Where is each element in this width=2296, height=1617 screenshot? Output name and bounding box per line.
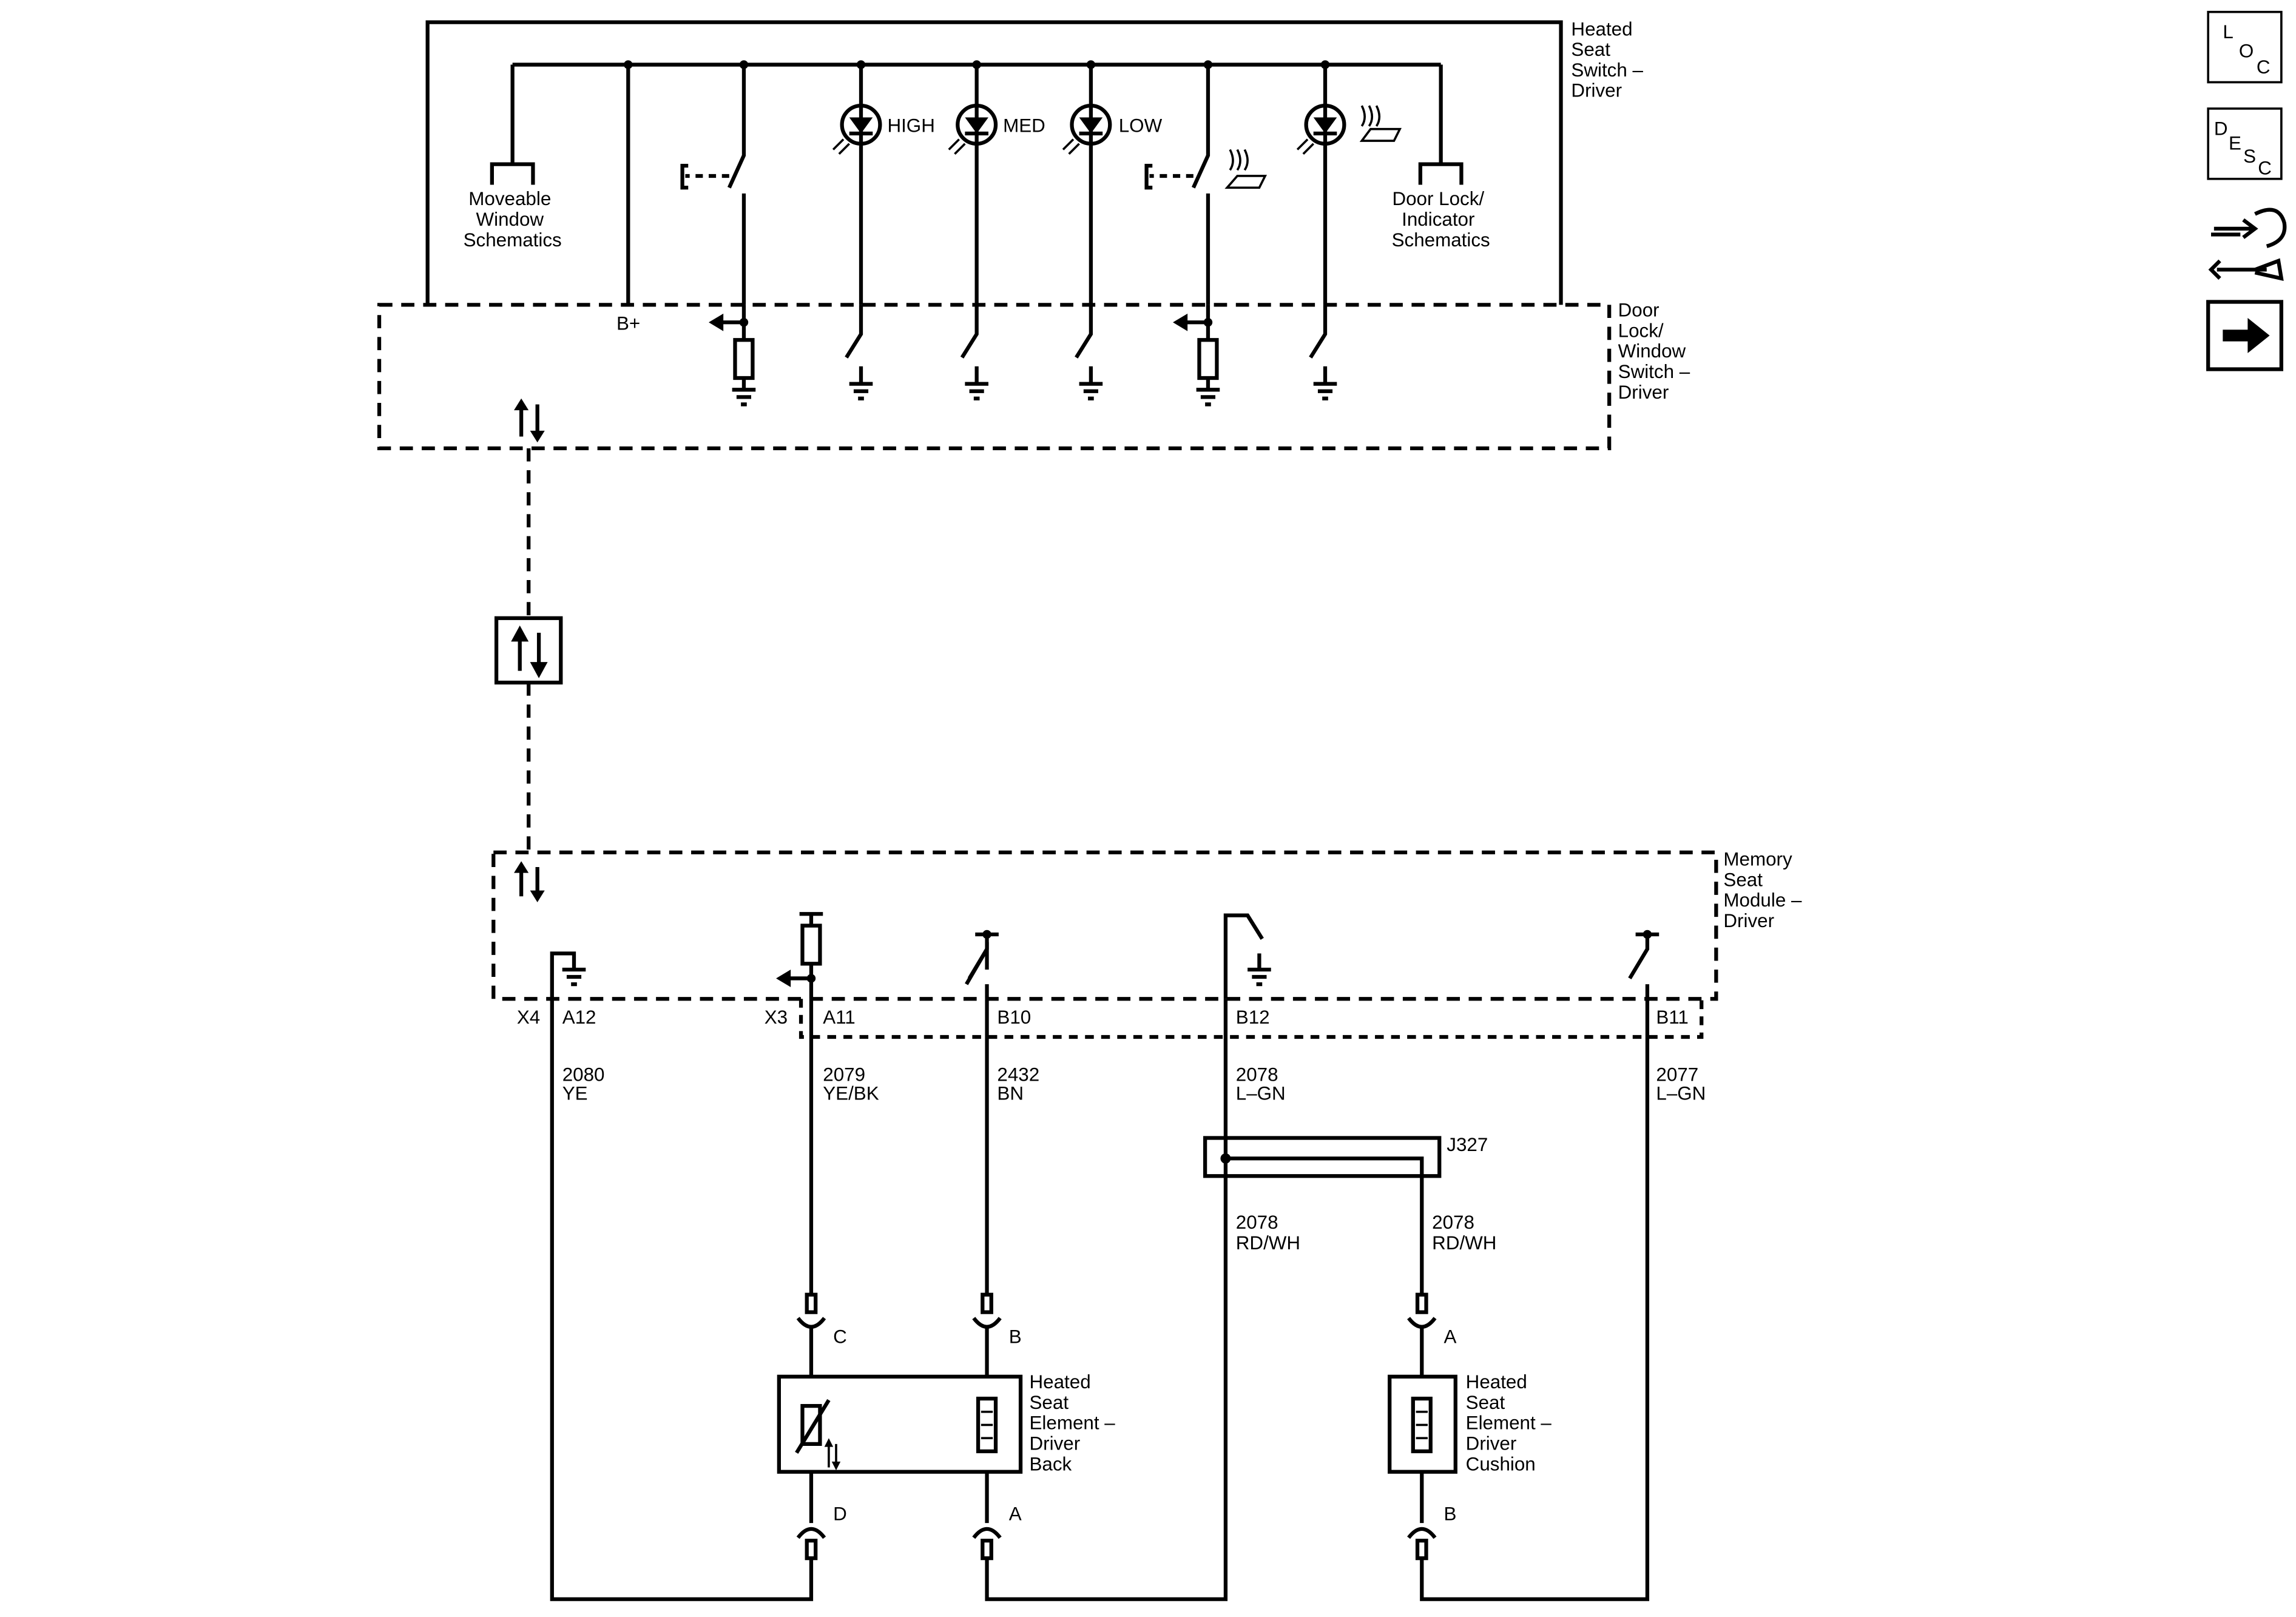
door-lock-indicator-label: Door Lock/ Indicator Schematics — [1392, 188, 1490, 251]
desc-letter-c: C — [2258, 158, 2272, 179]
splice-j327: J327 — [1203, 1134, 1488, 1178]
desc-letter-d: D — [2214, 118, 2228, 139]
wire-2077: 2077 L–GN — [1656, 1064, 1706, 1104]
ground-switch-low — [1075, 305, 1103, 400]
heated-seat-switch-driver: HIGH MED LOW Moveable Window Schematics … — [425, 18, 1648, 305]
ground-switch-indicator — [1309, 305, 1337, 400]
moveable-window-reference — [490, 64, 535, 185]
wire-2432: 2432 BN — [997, 1064, 1044, 1104]
desc-letter-e: E — [2229, 133, 2241, 154]
heated-seat-element-back: Heated Seat Element – Driver Back — [777, 1371, 1121, 1474]
wire-2080: 2080 YE — [562, 1064, 610, 1104]
seat-switch-contact — [1144, 64, 1267, 305]
pin-a11: A11 — [823, 1007, 855, 1028]
pin-b12: B12 — [1236, 1007, 1270, 1028]
heated-seat-switch-title: Heated Seat Switch – Driver — [1571, 18, 1648, 101]
led-high-icon — [832, 64, 882, 305]
connector-d: D — [796, 1471, 847, 1561]
connector-c: C — [796, 1292, 847, 1377]
loc-letter-c: C — [2257, 56, 2271, 78]
pullup-resistor-1 — [709, 305, 756, 407]
right-arrow-icon — [2223, 318, 2270, 353]
x4-label: X4 — [517, 1007, 540, 1028]
led-med-icon — [948, 64, 998, 305]
loc-button[interactable]: L O C — [2207, 10, 2283, 84]
thermistor-icon — [795, 1399, 841, 1471]
ground-switch-med — [960, 305, 988, 400]
svg-text:D: D — [833, 1503, 847, 1524]
svg-text:B: B — [1009, 1326, 1022, 1347]
svg-text:C: C — [833, 1326, 847, 1347]
pullup-resistor-2 — [1173, 305, 1220, 407]
bplus-label: B+ — [616, 312, 640, 334]
led-low-icon — [1062, 64, 1112, 305]
serial-data-arrows-icon-2 — [514, 861, 545, 902]
serial-data-link — [494, 448, 563, 852]
wire-2078-top: 2078 L–GN — [1236, 1064, 1286, 1104]
memory-seat-module-driver: X4 A12 X3 A11 B10 B12 B11 Memory Seat Mo… — [491, 849, 1807, 1039]
moveable-window-label: Moveable Window Schematics — [464, 188, 562, 251]
svg-text:B: B — [1443, 1503, 1456, 1524]
connector-b: B — [972, 1292, 1022, 1377]
wire-2078-cushion: 2078 RD/WH — [1432, 1212, 1496, 1254]
ground-switch-high — [845, 305, 873, 400]
wiring: J327 2080 YE 2079 YE/BK 2432 BN 2078 L–G… — [550, 999, 1706, 1601]
heated-seat-switch-contact — [680, 64, 746, 305]
loc-letter-o: O — [2239, 40, 2254, 61]
pin-b11: B11 — [1656, 1007, 1688, 1028]
serial-data-arrows-icon — [514, 398, 545, 443]
heated-seat-element-cushion: Heated Seat Element – Driver Cushion — [1388, 1371, 1557, 1474]
cushion-element-label: Heated Seat Element – Driver Cushion — [1466, 1371, 1557, 1474]
led-seat-indicator-icon — [1296, 64, 1402, 305]
connectors: C B A D A — [796, 1292, 1456, 1561]
next-arrow-button[interactable] — [2206, 300, 2284, 371]
memory-module-title: Memory Seat Module – Driver — [1723, 849, 1807, 931]
connector-wrench-icon[interactable] — [2208, 208, 2287, 281]
label-med: MED — [1003, 115, 1045, 137]
wire-2079: 2079 YE/BK — [823, 1064, 879, 1104]
heater-element-icon-cushion — [1411, 1396, 1433, 1454]
splice-label: J327 — [1447, 1134, 1488, 1155]
label-low: LOW — [1119, 115, 1163, 137]
heater-element-icon — [976, 1396, 998, 1454]
desc-letter-s: S — [2243, 146, 2256, 167]
pin-b10: B10 — [997, 1007, 1031, 1028]
svg-text:A: A — [1009, 1503, 1022, 1524]
svg-text:A: A — [1443, 1326, 1456, 1347]
connector-a: A — [972, 1471, 1022, 1561]
back-element-label: Heated Seat Element – Driver Back — [1030, 1371, 1121, 1474]
door-lock-indicator-reference — [1418, 64, 1464, 185]
door-lock-switch-title: Door Lock/ Window Switch – Driver — [1618, 300, 1695, 403]
label-high: HIGH — [887, 115, 934, 137]
pin-a12: A12 — [562, 1007, 596, 1028]
x3-label: X3 — [765, 1007, 788, 1028]
connector-a-cushion: A — [1407, 1292, 1456, 1377]
connector-b-cushion: B — [1407, 1471, 1456, 1561]
door-lock-window-switch-driver: B+ — [377, 300, 1695, 450]
module-pullup-resistor — [776, 912, 823, 999]
desc-button[interactable]: D E S C — [2207, 107, 2283, 180]
wire-2078-back: 2078 RD/WH — [1236, 1212, 1300, 1254]
heated-seat-icon — [1224, 149, 1267, 189]
loc-letter-l: L — [2223, 21, 2233, 42]
